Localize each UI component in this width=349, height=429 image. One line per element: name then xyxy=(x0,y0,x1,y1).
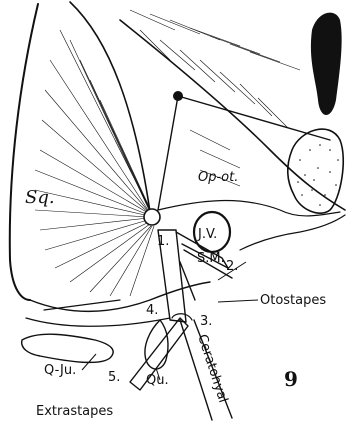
leader-lines xyxy=(82,262,258,380)
label-sm: S.M. xyxy=(197,251,225,266)
label-sq: Sq. xyxy=(25,187,55,208)
label-op-ot: Op-ot. xyxy=(198,170,238,185)
label-ceratohyal: Ceratohyal xyxy=(194,333,230,405)
label-3: 3. xyxy=(200,314,212,329)
dark-scroll xyxy=(311,13,342,115)
label-2: 2. xyxy=(226,259,238,274)
label-otostapes: Otostapes xyxy=(260,293,326,308)
stippled-lobe xyxy=(288,129,344,213)
figure-number: 9 xyxy=(284,367,298,391)
label-5: 5. xyxy=(108,370,120,385)
label-4: 4. xyxy=(146,303,158,318)
label-q-ju: Q-Ju. xyxy=(44,363,76,378)
label-qu: Qu. xyxy=(146,373,169,388)
label-extrastapes: Extrastapes xyxy=(36,404,113,419)
foramen-dot xyxy=(173,91,183,101)
label-jv: J.V. xyxy=(197,227,217,242)
squamosal-outline xyxy=(10,2,210,326)
squamosal-hatching xyxy=(35,30,154,296)
label-1: 1. xyxy=(157,234,169,249)
